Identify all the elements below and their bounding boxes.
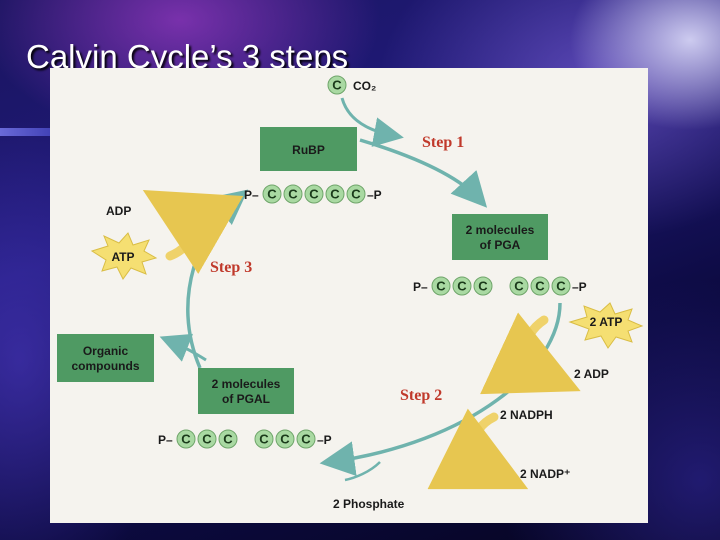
step2-atp-star [568, 302, 644, 349]
step2-nadph-group: 2 NADPH 2 NADP⁺ [427, 408, 570, 490]
nadph-label: 2 NADPH [500, 408, 553, 422]
pga-carbon-a1: C [436, 279, 446, 294]
step2-atp-group: 2 ATP 2 ADP [480, 302, 644, 395]
pga-carbon-b1: C [514, 279, 524, 294]
pgal-box [198, 368, 294, 414]
pgal-carbon-chain: C C C C C C [176, 429, 316, 449]
pgal-line2: of PGAL [222, 392, 270, 406]
phosphate-arrow [344, 461, 381, 482]
calvin-cycle-diagram: C CO₂ RuBP P– C C C C C –P 2 molecules o… [57, 75, 644, 511]
accent-bar [0, 128, 60, 136]
organic-arrow [159, 333, 207, 362]
pgal-carbon-a2: C [202, 432, 212, 447]
cycle-arrow-step3 [186, 189, 249, 369]
co2-carbon-circle [327, 75, 347, 95]
pgal-carbon-a3: C [223, 432, 233, 447]
phosphate-label: 2 Phosphate [333, 497, 405, 511]
pga-carbon-a3: C [478, 279, 488, 294]
nadp-label: 2 NADP⁺ [520, 467, 570, 481]
pga-carbon-b3: C [556, 279, 566, 294]
pgal-chain-prefix: P– [158, 433, 173, 447]
pgal-carbon-b3: C [301, 432, 311, 447]
co2-label: CO₂ [353, 79, 376, 93]
pga-chain-suffix: –P [572, 280, 587, 294]
pgal-carbon-a1: C [181, 432, 191, 447]
step3-adp-label: ADP [106, 204, 131, 218]
rubp-box [260, 127, 357, 171]
cycle-arrow-step1 [359, 138, 488, 208]
co2-arrow [340, 97, 404, 147]
rubp-carbon-3: C [309, 187, 319, 202]
co2-group: C CO₂ [327, 75, 376, 95]
rubp-carbon-1: C [267, 187, 277, 202]
organic-line1: Organic [83, 344, 129, 358]
step3-atp-label: ATP [111, 250, 134, 264]
step2-atp-arrow [480, 312, 581, 395]
rubp-carbon-5: C [351, 187, 361, 202]
rubp-carbon-chain: C C C C C [262, 184, 366, 204]
step3-energy-arrow [142, 189, 244, 274]
pgal-carbon-b2: C [280, 432, 290, 447]
calvin-cycle-figure: C CO₂ RuBP P– C C C C C –P 2 molecules o… [50, 68, 648, 523]
step3-atp-star [90, 232, 158, 280]
cycle-arrow-step2 [319, 302, 562, 477]
step2-atp-label: 2 ATP [590, 315, 623, 329]
pgal-group: 2 molecules of PGAL P– C C C C C C –P [158, 368, 332, 449]
pgal-chain-suffix: –P [317, 433, 332, 447]
organic-line2: compounds [72, 359, 140, 373]
pga-line2: of PGA [480, 238, 521, 252]
step2-adp-label: 2 ADP [574, 367, 609, 381]
step3-energy-group: ADP ATP [90, 189, 244, 280]
rubp-chain-suffix: –P [367, 188, 382, 202]
step2-label: Step 2 [400, 387, 442, 404]
pga-carbon-a2: C [457, 279, 467, 294]
pga-group: 2 molecules of PGA P– C C C C C C –P [413, 214, 587, 296]
rubp-group: RuBP P– C C C C C –P [244, 127, 382, 204]
organic-group: Organic compounds [57, 334, 154, 382]
nadph-arrow [427, 408, 529, 490]
co2-carbon-label: C [332, 78, 342, 93]
pga-box [452, 214, 548, 260]
rubp-label: RuBP [292, 143, 325, 157]
rubp-carbon-4: C [330, 187, 340, 202]
step1-label: Step 1 [422, 134, 464, 151]
rubp-chain-prefix: P– [244, 188, 259, 202]
pgal-line1: 2 molecules [212, 377, 281, 391]
pga-chain-prefix: P– [413, 280, 428, 294]
step3-label: Step 3 [210, 259, 252, 276]
organic-box [57, 334, 154, 382]
pga-carbon-chain: C C C C C C [431, 276, 571, 296]
pga-carbon-b2: C [535, 279, 545, 294]
pga-line1: 2 molecules [466, 223, 535, 237]
rubp-carbon-2: C [288, 187, 298, 202]
pgal-carbon-b1: C [259, 432, 269, 447]
